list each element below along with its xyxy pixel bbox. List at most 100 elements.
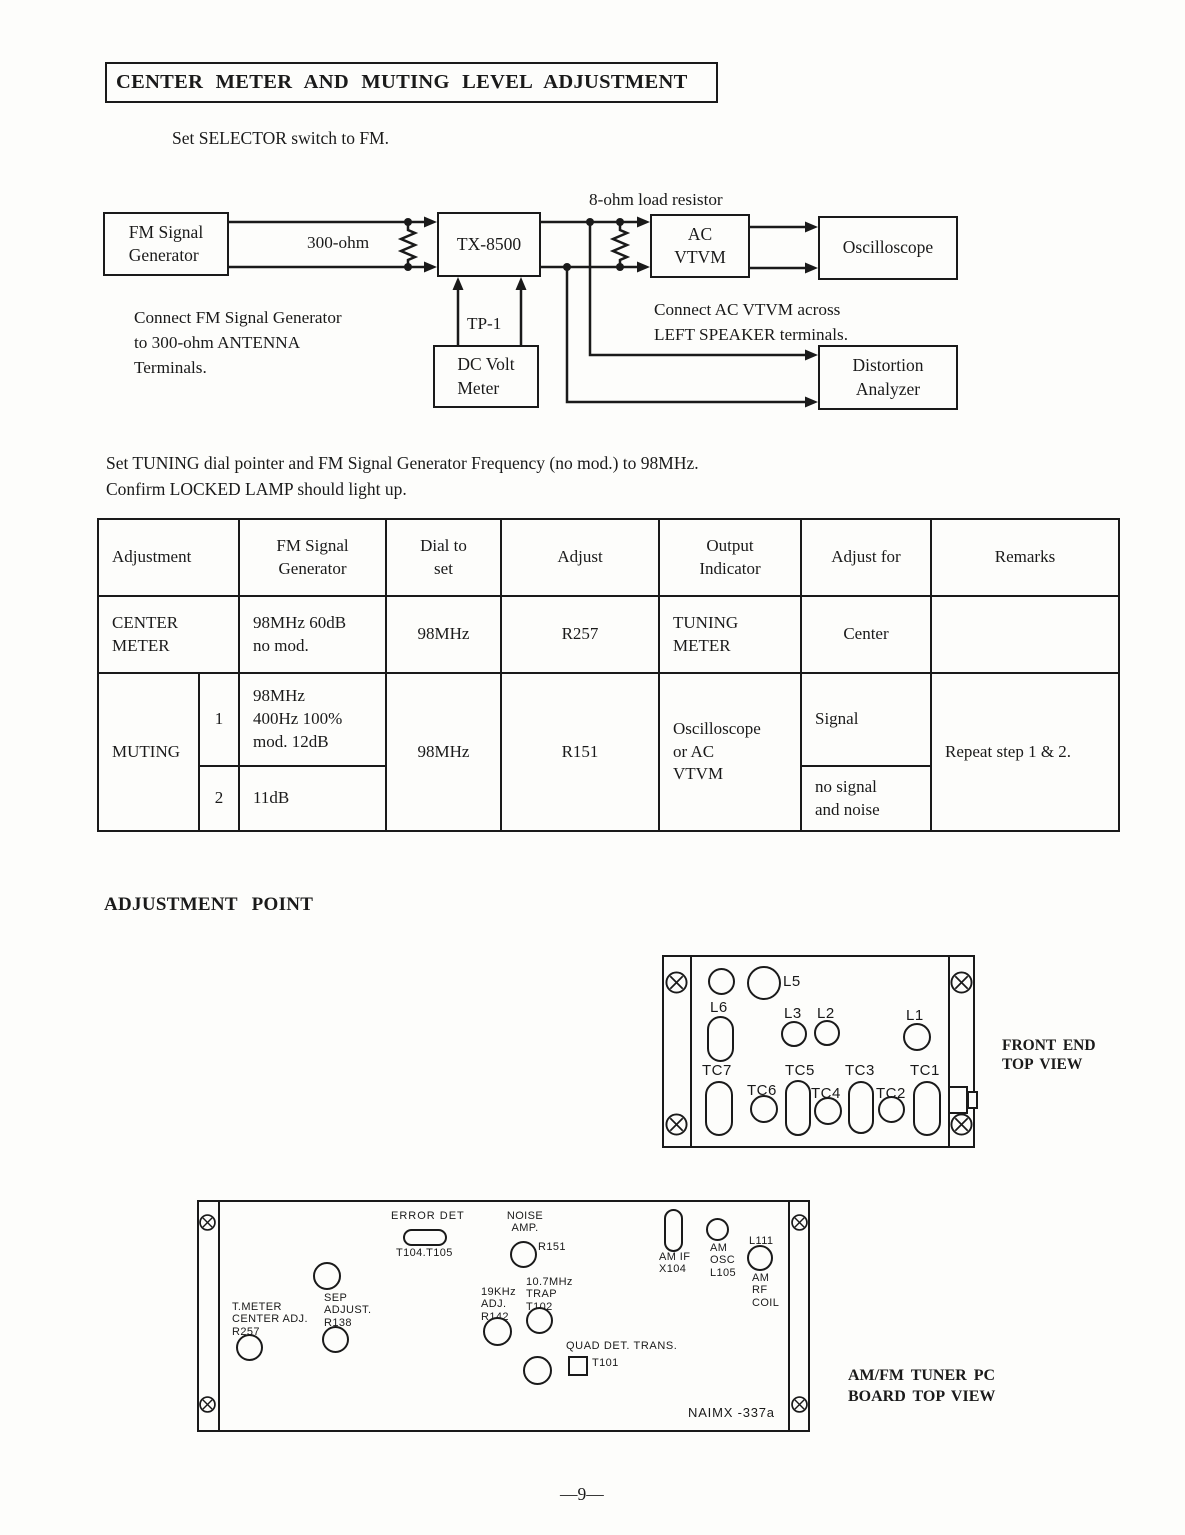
pc-board-right-strip-line <box>788 1200 790 1432</box>
l2-label: L2 <box>817 1005 835 1022</box>
page-title: CENTER METER AND MUTING LEVEL ADJUSTMENT <box>105 62 718 103</box>
error-det-adjust-point <box>403 1229 447 1246</box>
cell-muting-adjust: R151 <box>500 672 660 832</box>
front-end-connector-tab-tip <box>967 1091 978 1109</box>
cell-muting-step1-adjust-for: Signal <box>800 672 932 767</box>
l111-adjust-point <box>747 1245 773 1271</box>
am-osc-label: AM OSC L105 <box>710 1242 737 1279</box>
cell-muting-dial: 98MHz <box>385 672 502 832</box>
cell-muting-step1-num: 1 <box>198 672 240 767</box>
pc-board-left-strip-line <box>218 1200 220 1432</box>
header-output-indicator: Output Indicator <box>658 518 802 597</box>
cell-center-meter-remarks <box>930 595 1120 674</box>
am-if-adjust-point <box>664 1209 683 1252</box>
cell-center-meter-dial: 98MHz <box>385 595 502 674</box>
arrowheads <box>424 216 818 408</box>
tc1-label: TC1 <box>910 1062 940 1079</box>
muting-step2-row: 2 11dB no signal and noise <box>98 765 1119 832</box>
tc5-trimmer <box>785 1080 811 1136</box>
unlabeled-coil <box>708 968 735 995</box>
note-antenna-connection: Connect FM Signal Generator to 300-ohm A… <box>134 308 342 377</box>
r138-adjust-point <box>322 1326 349 1353</box>
t101-label: T101 <box>592 1357 619 1369</box>
table-header-row: Adjustment FM Signal Generator Dial to s… <box>97 518 1120 597</box>
cell-muting-remarks: Repeat step 1 & 2. <box>930 672 1120 832</box>
sep-upper-adjust-point <box>313 1262 341 1290</box>
tc7-trimmer <box>705 1081 733 1136</box>
board-id-label: NAIMX -337a <box>688 1405 775 1420</box>
load-resistor-label: 8-ohm load resistor <box>589 190 723 209</box>
front-end-left-strip-line <box>690 955 692 1148</box>
adjustment-point-heading: ADJUSTMENT POINT <box>104 894 314 915</box>
page-number: —9— <box>560 1484 604 1504</box>
r257-adjust-point <box>236 1334 263 1361</box>
distortion-branch-bottom <box>565 267 807 404</box>
l1-coil <box>903 1023 931 1051</box>
l6-coil <box>707 1016 734 1062</box>
cell-muting-step2-num: 2 <box>198 765 240 832</box>
quad-det-label: QUAD DET. TRANS. <box>566 1340 678 1352</box>
l1-label: L1 <box>906 1007 924 1024</box>
t102-adjust-point <box>526 1307 553 1334</box>
screw-icon <box>791 1396 808 1413</box>
screw-icon <box>665 1113 688 1136</box>
tp1-label: TP-1 <box>467 314 502 333</box>
oscilloscope-box: Oscilloscope <box>818 216 958 280</box>
screw-icon <box>950 1113 973 1136</box>
tc6-label: TC6 <box>747 1082 777 1099</box>
r142-adjust-point <box>483 1317 512 1346</box>
tc1-trimmer <box>913 1081 941 1136</box>
am-osc-adjust-point <box>706 1218 729 1241</box>
l2-coil <box>814 1020 840 1046</box>
ac-vtvm-box: AC VTVM <box>650 214 750 278</box>
front-end-caption: FRONT END TOP VIEW <box>1002 1037 1096 1074</box>
l6-label: L6 <box>710 999 728 1016</box>
screw-icon <box>199 1214 216 1231</box>
adjustment-table: Adjustment FM Signal Generator Dial to s… <box>97 518 1120 832</box>
cell-muting-step2-adjust-for: no signal and noise <box>800 765 932 832</box>
screw-icon <box>791 1214 808 1231</box>
cell-center-meter-fm-signal: 98MHz 60dB no mod. <box>238 595 387 674</box>
header-dial-to-set: Dial to set <box>385 518 502 597</box>
l3-label: L3 <box>784 1005 802 1022</box>
front-end-right-strip-line <box>948 955 950 1148</box>
cell-center-meter: CENTER METER <box>97 595 240 674</box>
dc-volt-meter-box: DC Volt Meter <box>433 345 539 408</box>
tx8500-box: TX-8500 <box>437 212 541 277</box>
pc-board-caption: AM/FM TUNER PC BOARD TOP VIEW <box>848 1367 996 1405</box>
cell-center-meter-adjust: R257 <box>500 595 660 674</box>
pc-board-outline <box>197 1200 810 1432</box>
resistor-symbol-8ohm <box>609 222 631 267</box>
distortion-analyzer-box: Distortion Analyzer <box>818 345 958 410</box>
t104-t105-label: T104.T105 <box>396 1247 453 1259</box>
cell-muting-output: Oscilloscope or AC VTVM <box>658 672 802 832</box>
tuning-instructions: Set TUNING dial pointer and FM Signal Ge… <box>106 453 699 500</box>
distortion-branch-top <box>588 222 807 357</box>
tc2-trimmer <box>878 1096 905 1123</box>
tc3-trimmer <box>848 1081 874 1134</box>
header-fm-signal-generator: FM Signal Generator <box>238 518 387 597</box>
l111-label: L111 <box>749 1235 774 1247</box>
unlabeled-adjust-point <box>523 1356 552 1385</box>
error-det-label: ERROR DET <box>391 1210 465 1222</box>
junction-dots <box>404 218 624 271</box>
muting-step1-row: MUTING 1 98MHz 400Hz 100% mod. 12dB 98MH… <box>97 672 1120 832</box>
antenna-impedance-label: 300-ohm <box>307 233 370 252</box>
diagram-wiring <box>228 216 818 408</box>
header-adjust-for: Adjust for <box>800 518 932 597</box>
screw-icon <box>950 971 973 994</box>
cell-center-meter-adjust-for: Center <box>800 595 932 674</box>
am-rf-coil-label: AM RF COIL <box>752 1272 780 1309</box>
l5-label: L5 <box>783 973 801 990</box>
cell-center-meter-output: TUNING METER <box>658 595 802 674</box>
tc6-trimmer <box>750 1095 778 1123</box>
fm-signal-generator-box: FM Signal Generator <box>103 212 229 276</box>
screw-icon <box>665 971 688 994</box>
t101-adjust-point <box>568 1356 588 1376</box>
tc3-label: TC3 <box>845 1062 875 1079</box>
t-meter-label: T.METER CENTER ADJ. R257 <box>232 1301 308 1338</box>
note-vtvm-connection: Connect AC VTVM across LEFT SPEAKER term… <box>654 300 848 344</box>
cell-muting: MUTING <box>97 672 200 832</box>
resistor-symbol-300ohm <box>397 222 419 267</box>
